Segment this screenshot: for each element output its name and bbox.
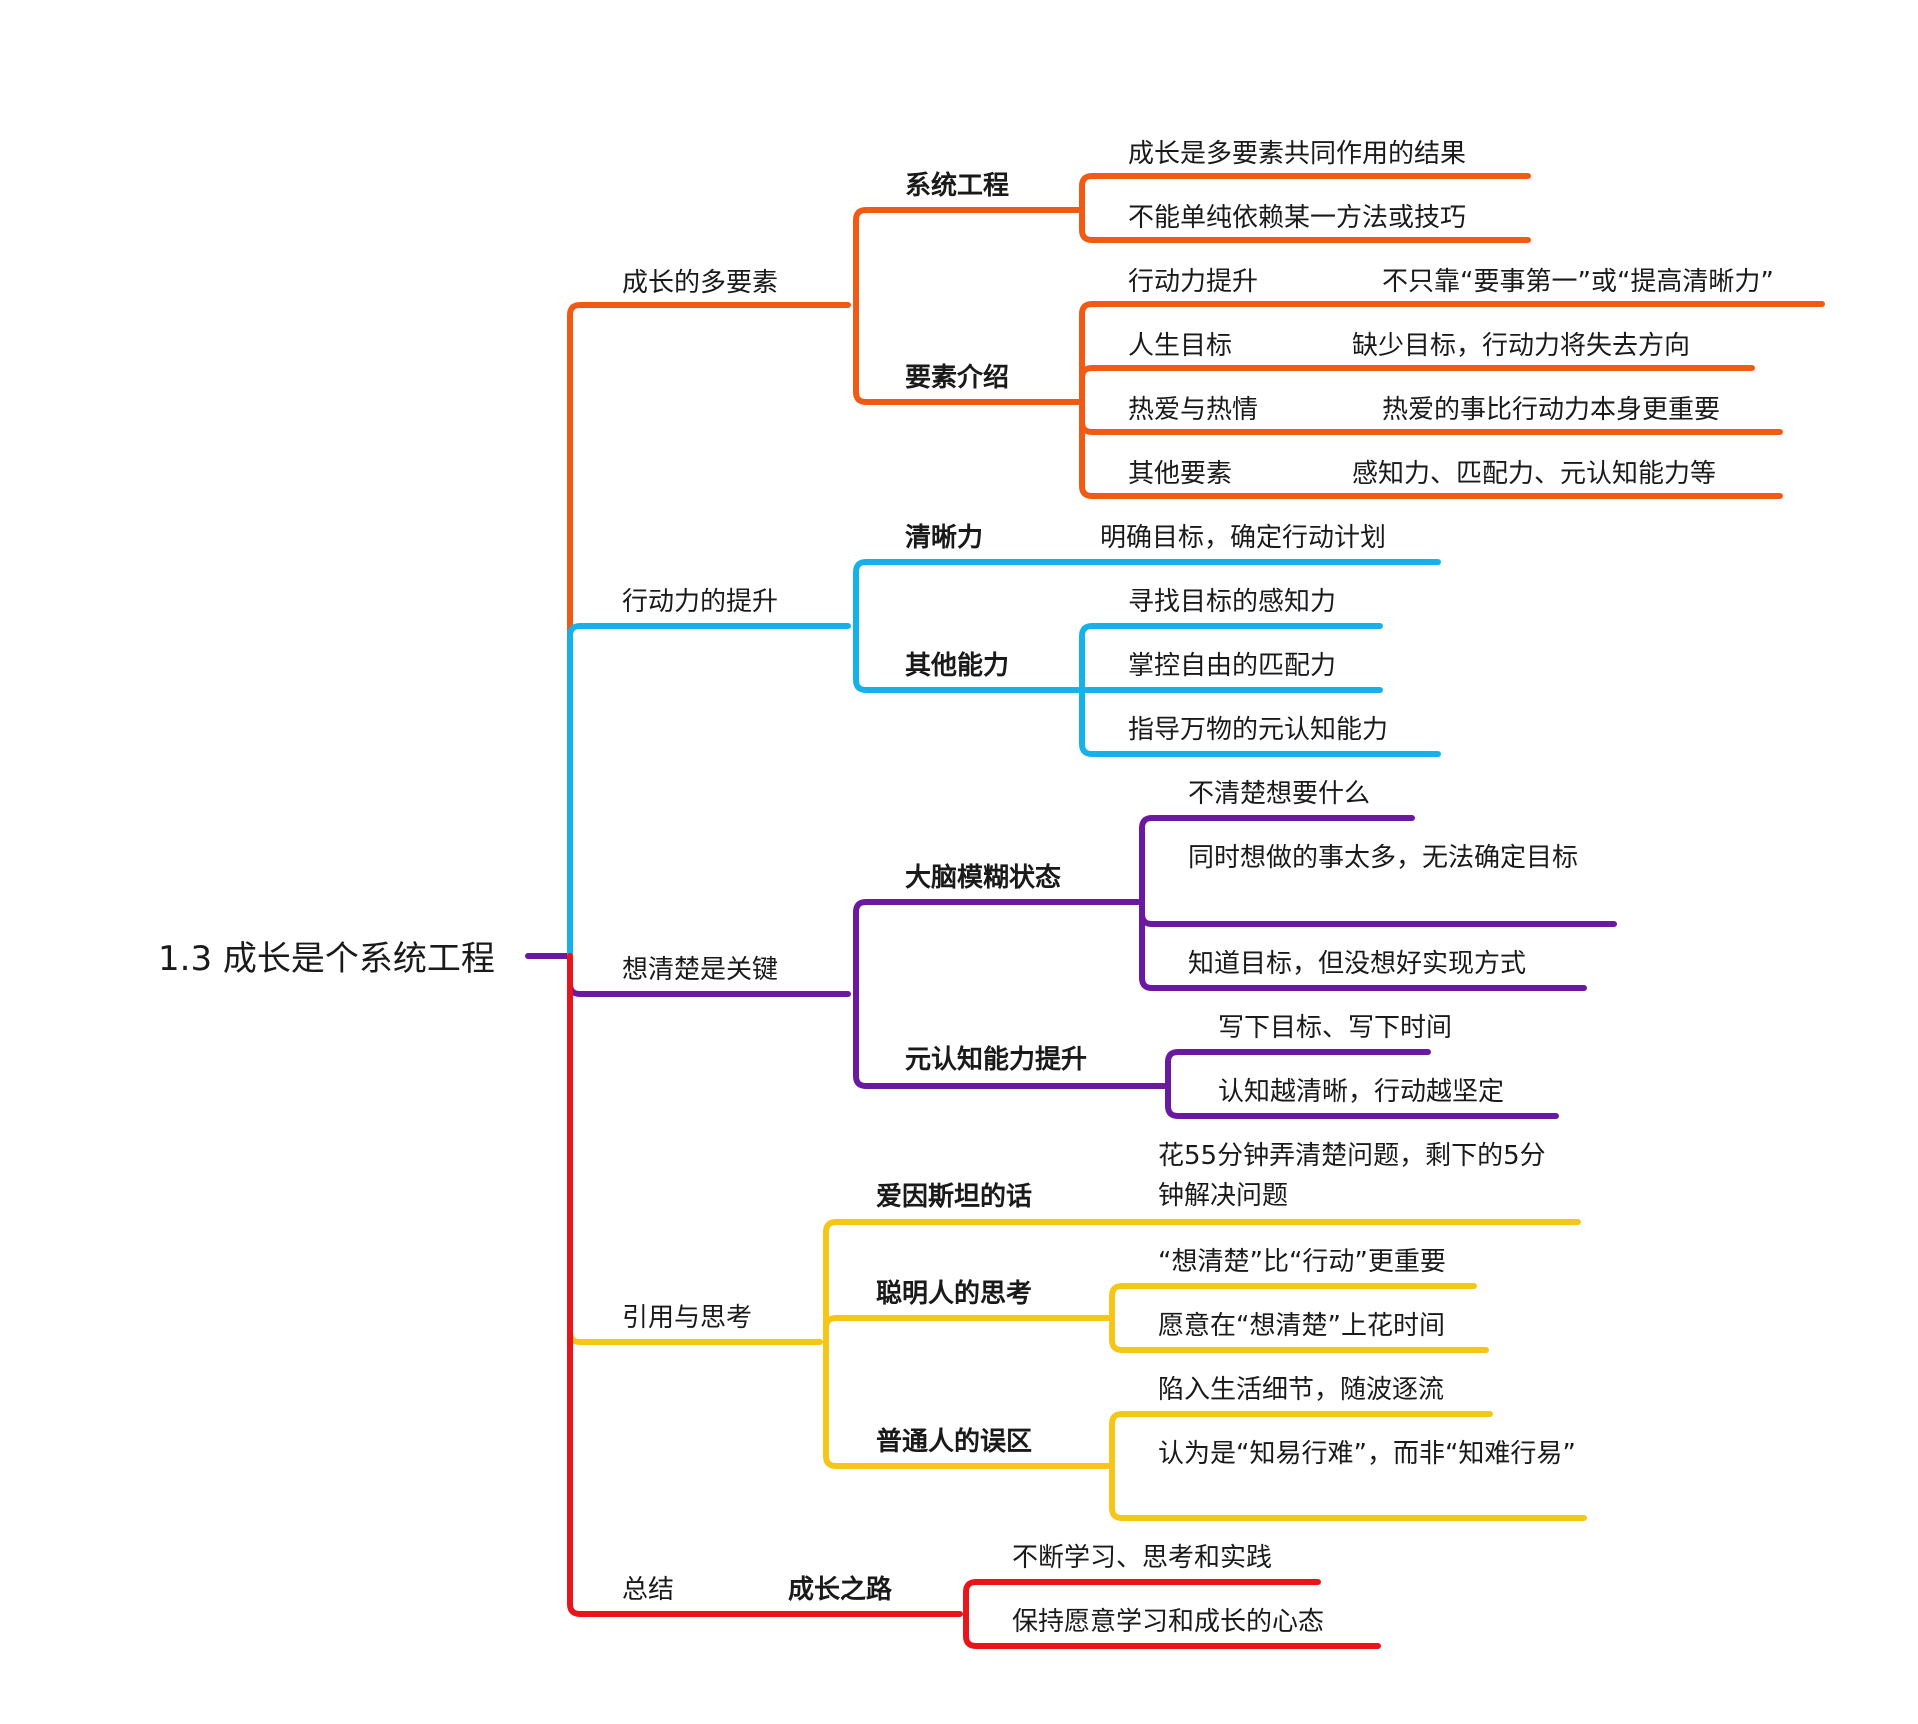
- leaf: 寻找目标的感知力: [1128, 587, 1337, 617]
- leaf-line: [1079, 173, 1531, 213]
- sub-topic: 成长之路: [788, 1575, 893, 1605]
- branch-label: 总结: [622, 1575, 675, 1605]
- leaf-line: [1079, 301, 1825, 405]
- branch-label: 想清楚是关键: [622, 955, 779, 985]
- sub-line: [853, 623, 1081, 693]
- leaf-line: [1139, 899, 1617, 927]
- leaf: 指导万物的元认知能力: [1128, 715, 1389, 745]
- factor-name: 其他要素: [1128, 459, 1233, 489]
- leaf-line: [1139, 815, 1415, 905]
- sub-line: [853, 559, 1081, 629]
- sub-topic: 聪明人的思考: [876, 1279, 1033, 1309]
- leaf: 花55分钟弄清楚问题，剩下的5分钟解决问题: [1158, 1141, 1546, 1211]
- leaf-line: [1165, 1083, 1559, 1119]
- branch-label: 行动力的提升: [622, 587, 779, 617]
- leaf: 陷入生活细节，随波逐流: [1158, 1375, 1445, 1405]
- factor-name: 热爱与热情: [1128, 395, 1259, 425]
- leaf: 写下目标、写下时间: [1218, 1013, 1453, 1043]
- leaf-line: [1079, 207, 1531, 243]
- leaf: 明确目标，确定行动计划: [1100, 523, 1387, 553]
- leaf-line: [1109, 1315, 1489, 1353]
- leaf: 保持愿意学习和成长的心态: [1012, 1607, 1325, 1637]
- leaf: 认为是“知易行难”，而非“知难行易”: [1158, 1439, 1576, 1469]
- sub-topic: 普通人的误区: [876, 1427, 1033, 1457]
- branch-line: [567, 953, 823, 1345]
- sub-line: [823, 1315, 1111, 1345]
- leaf: 掌控自由的匹配力: [1128, 651, 1337, 681]
- branch-label: 成长的多要素: [622, 268, 779, 298]
- sub-topic: 元认知能力提升: [905, 1045, 1088, 1075]
- branch-line: [567, 623, 851, 959]
- factor-desc: 热爱的事比行动力本身更重要: [1382, 395, 1721, 425]
- sub-line: [853, 991, 1167, 1089]
- leaf-line: [963, 1611, 1381, 1649]
- sub-line: [823, 1339, 1111, 1469]
- leaf-line: [1079, 399, 1783, 499]
- leaf: 知道目标，但没想好实现方式: [1188, 949, 1527, 979]
- root-topic: 1.3 成长是个系统工程: [158, 939, 495, 979]
- leaf-line: [1079, 365, 1755, 405]
- sub-line: [853, 899, 1141, 997]
- leaf: “想清楚”比“行动”更重要: [1158, 1247, 1446, 1277]
- leaf: 不清楚想要什么: [1188, 779, 1371, 809]
- factor-name: 行动力提升: [1128, 267, 1259, 297]
- sub-topic: 系统工程: [905, 171, 1010, 201]
- leaf: 同时想做的事太多，无法确定目标: [1188, 843, 1579, 873]
- leaf-line: [1079, 623, 1383, 693]
- leaf: 不断学习、思考和实践: [1012, 1543, 1273, 1573]
- factor-desc: 感知力、匹配力、元认知能力等: [1352, 459, 1717, 489]
- leaf-line: [1109, 1463, 1587, 1521]
- leaf: 成长是多要素共同作用的结果: [1128, 139, 1467, 169]
- leaf-line: [963, 1579, 1321, 1617]
- factor-desc: 缺少目标，行动力将失去方向: [1352, 331, 1691, 361]
- sub-topic: 大脑模糊状态: [905, 863, 1062, 893]
- sub-topic: 其他能力: [905, 651, 1010, 681]
- sub-line: [853, 302, 1081, 405]
- branch-line: [567, 953, 963, 1617]
- leaf: 愿意在“想清楚”上花时间: [1158, 1311, 1445, 1341]
- sub-topic: 要素介绍: [905, 363, 1010, 393]
- leaf-line: [1109, 1283, 1477, 1321]
- sub-topic: 清晰力: [905, 523, 984, 553]
- branch-label: 引用与思考: [622, 1303, 753, 1333]
- leaf-line: [1165, 1049, 1431, 1089]
- leaf: 不能单纯依赖某一方法或技巧: [1128, 203, 1467, 233]
- leaf-line: [1139, 899, 1587, 991]
- sub-topic: 爱因斯坦的话: [876, 1182, 1033, 1212]
- leaf-line: [1109, 1411, 1493, 1469]
- factor-name: 人生目标: [1128, 331, 1233, 361]
- leaf-line: [1079, 687, 1441, 757]
- sub-line: [823, 1219, 1111, 1345]
- factor-desc: 不只靠“要事第一”或“提高清晰力”: [1382, 267, 1774, 297]
- leaf: 认知越清晰，行动越坚定: [1218, 1077, 1505, 1107]
- sub-line: [853, 207, 1081, 308]
- branch-line: [567, 302, 851, 959]
